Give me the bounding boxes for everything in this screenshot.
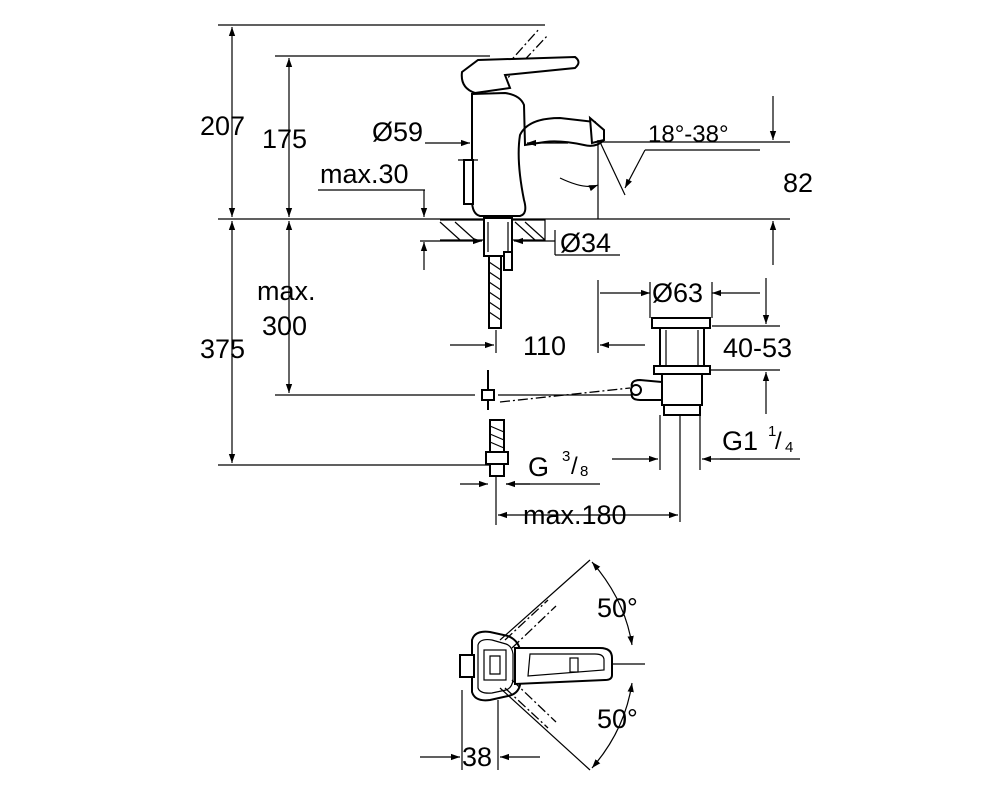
- drain-cap: [651, 317, 711, 329]
- label-175: 175: [262, 124, 307, 154]
- label-angle-lower: 50°: [597, 704, 638, 734]
- faucet-body: [471, 91, 606, 217]
- label-max30: max.30: [320, 159, 409, 189]
- supply-hose: [488, 255, 502, 329]
- lower-nut: [485, 451, 509, 465]
- popup-rod: [463, 159, 474, 205]
- label-max-line1: max.: [257, 276, 316, 306]
- angle-arc: [559, 177, 599, 192]
- linkage-clamp: [481, 389, 495, 401]
- label-d59: Ø59: [372, 117, 423, 147]
- label-angle-range: 18°-38°: [648, 121, 729, 148]
- angle-arc-upper: [591, 561, 634, 646]
- drain-lower: [661, 373, 703, 406]
- label-375: 375: [200, 334, 245, 364]
- angle-leader: [624, 149, 646, 189]
- label-4053: 40-53: [723, 333, 792, 363]
- top-cartridge-inner: [489, 655, 501, 675]
- top-lever-inner: [527, 653, 605, 677]
- drain-thread: [665, 330, 699, 366]
- top-lever-dashed-lower: [504, 679, 557, 729]
- spout-tip: [588, 115, 605, 145]
- hose-braid: [488, 261, 502, 321]
- label-g38-slash: /: [571, 453, 578, 480]
- label-max-line2: 300: [262, 311, 307, 341]
- top-view: [420, 559, 645, 771]
- label-207: 207: [200, 111, 245, 141]
- top-cartridge: [483, 649, 507, 681]
- label-d34: Ø34: [560, 228, 611, 258]
- drain-body: [659, 327, 705, 369]
- spout-flow-line: [599, 141, 626, 196]
- label-g38-base: G: [528, 452, 549, 482]
- label-max180: max.180: [523, 500, 627, 530]
- shank-thread: [487, 222, 509, 252]
- top-base-inner: [477, 638, 514, 694]
- angle-arc-lower: [591, 682, 634, 769]
- linkage-dashed: [499, 387, 631, 403]
- label-g38-num: 3: [562, 448, 570, 465]
- drain-tail: [663, 404, 701, 416]
- label-g38-den: 8: [580, 463, 588, 480]
- drain-port-knob: [630, 384, 642, 396]
- top-base-outer: [471, 630, 521, 702]
- labels: 207 175 Ø59 18°-38° max.30 82 Ø34 Ø63 ma…: [200, 111, 813, 772]
- counter-hatch: [439, 221, 546, 241]
- label-g114-slash: /: [775, 428, 782, 455]
- angle-line-upper: [499, 559, 591, 641]
- lower-hose-braid: [489, 425, 505, 449]
- drain-nut: [653, 365, 711, 375]
- label-d63: Ø63: [652, 278, 703, 308]
- top-lever-dashed-upper: [504, 599, 557, 649]
- shank-nut: [503, 251, 513, 271]
- lever-handle: [460, 55, 580, 95]
- lower-fitting: [489, 463, 505, 477]
- label-angle-upper: 50°: [597, 593, 638, 623]
- label-82: 82: [783, 168, 813, 198]
- label-g114-den: 4: [785, 439, 793, 456]
- label-g114-base: G1: [722, 426, 758, 456]
- label-110: 110: [523, 331, 566, 361]
- top-popup: [459, 654, 475, 678]
- top-lever-slot: [569, 657, 579, 673]
- side-view: [218, 24, 800, 525]
- mounting-shank: [483, 217, 513, 257]
- label-g114-num: 1: [768, 423, 776, 440]
- label-38: 38: [462, 742, 492, 772]
- angle-line-lower: [499, 687, 591, 771]
